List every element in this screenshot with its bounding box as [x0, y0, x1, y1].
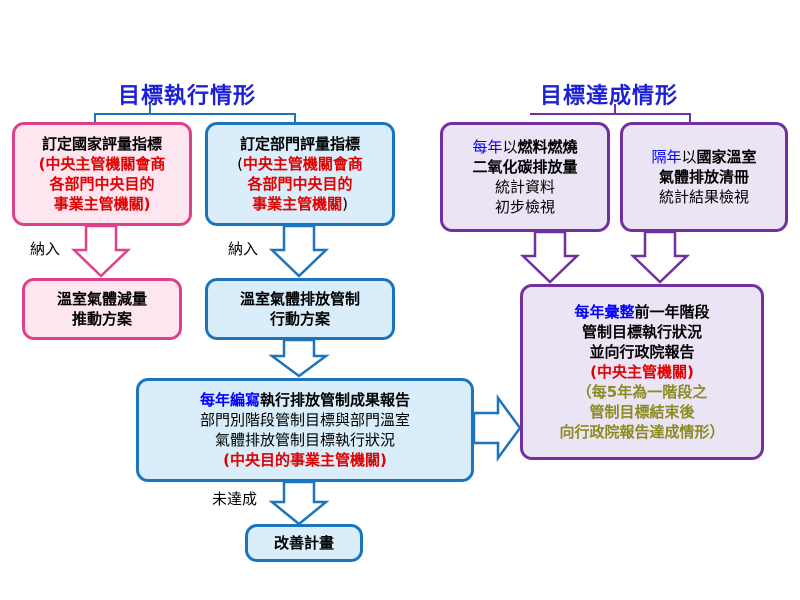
action-plan-box: 溫室氣體排放管制 行動方案	[205, 278, 395, 340]
summary-annual-label: 每年彙整	[574, 303, 635, 321]
summary-note-1: （每5年為一階段之	[576, 383, 708, 401]
fuel-combustion-box: 每年以燃料燃燒 二氧化碳排放量 統計資料 初步檢視	[440, 122, 610, 232]
inventory-box: 隔年以國家溫室 氣體排放清冊 統計結果檢視	[620, 122, 788, 232]
department-indicators-note-2: 各部門中央目的	[247, 175, 353, 193]
summary-note-2: 管制目標結束後	[589, 403, 695, 421]
arrow-report-to-summary	[472, 394, 522, 462]
fuel-combustion-label: 燃料燃燒	[517, 138, 578, 156]
department-indicators-note-3: 事業主管機關	[252, 195, 343, 213]
action-plan-line-1: 溫室氣體排放管制	[239, 290, 360, 308]
fuel-review-label: 初步檢視	[494, 198, 555, 216]
department-paren-open: (	[237, 155, 243, 173]
annual-report-authority-label: (中央目的事業主管機關)	[223, 451, 387, 469]
fuel-co2-label: 二氧化碳排放量	[472, 158, 578, 176]
fuel-with-label: 以	[502, 138, 518, 156]
inventory-emission-label: 氣體排放清冊	[658, 168, 749, 186]
annual-report-box: 每年編寫執行排放管制成果報告 部門別階段管制目標與部門溫室 氣體排放管制目標執行…	[136, 378, 474, 482]
not-achieved-label: 未達成	[212, 490, 258, 508]
arrow-inventory-to-summary	[629, 230, 691, 284]
arrow-action-to-report	[268, 338, 330, 378]
reduction-plan-line-2: 推動方案	[71, 310, 132, 328]
left-section-title: 目標執行情形	[118, 84, 257, 109]
arrow-fuel-to-summary	[519, 230, 581, 284]
summary-line-2: 管制目標執行狀況	[581, 323, 702, 341]
department-indicators-box: 訂定部門評量指標 (中央主管機關會商 各部門中央目的 事業主管機關)	[205, 122, 395, 226]
reduction-plan-line-1: 溫室氣體減量	[56, 290, 147, 308]
annual-report-line-3: 氣體排放管制目標執行狀況	[214, 431, 395, 449]
right-title-bracket	[530, 113, 691, 122]
inventory-national-label: 國家溫室	[696, 148, 757, 166]
fuel-statistics-label: 統計資料	[494, 178, 555, 196]
action-plan-line-2: 行動方案	[269, 310, 330, 328]
national-indicators-heading: 訂定國家評量指標	[41, 135, 162, 153]
department-indicators-heading: 訂定部門評量指標	[239, 135, 360, 153]
national-indicators-box: 訂定國家評量指標 (中央主管機關會商 各部門中央目的 事業主管機關)	[12, 122, 192, 226]
summary-previous-year-label: 前一年階段	[634, 303, 710, 321]
inventory-year-label: 隔年	[651, 148, 682, 166]
reduction-plan-box: 溫室氣體減量 推動方案	[22, 278, 182, 340]
summary-note-3: 向行政院報告達成情形）	[559, 423, 725, 441]
arrow-national-to-reduction	[70, 224, 132, 278]
summary-line-3: 並向行政院報告	[589, 343, 695, 361]
improvement-plan-label: 改善計畫	[273, 534, 334, 552]
left-title-bracket-left	[94, 113, 150, 122]
arrow-report-to-improvement	[268, 480, 330, 526]
national-indicators-note-2: 各部門中央目的	[49, 175, 155, 193]
improvement-plan-box: 改善計畫	[245, 524, 363, 562]
department-indicators-note-1: 中央主管機關會商	[242, 155, 363, 173]
inventory-review-label: 統計結果檢視	[658, 188, 749, 206]
national-indicators-note-1: (中央主管機關會商	[38, 155, 166, 173]
incorporate-label-middle: 納入	[228, 240, 259, 258]
annual-report-title: 執行排放管制成果報告	[260, 391, 411, 409]
fuel-annual-label: 每年	[472, 138, 503, 156]
left-title-bracket	[149, 104, 296, 122]
inventory-with-label: 以	[681, 148, 697, 166]
right-section-title: 目標達成情形	[540, 84, 679, 109]
department-paren-close: )	[342, 195, 348, 213]
incorporate-label-left: 納入	[30, 240, 61, 258]
summary-report-box: 每年彙整前一年階段 管制目標執行狀況 並向行政院報告 (中央主管機關) （每5年…	[520, 284, 764, 460]
national-indicators-note-3: 事業主管機關)	[53, 195, 151, 213]
arrow-department-to-action	[268, 224, 330, 278]
summary-authority-label: (中央主管機關)	[590, 363, 694, 381]
annual-report-compile-label: 每年編寫	[199, 391, 260, 409]
annual-report-line-2: 部門別階段管制目標與部門溫室	[199, 411, 410, 429]
